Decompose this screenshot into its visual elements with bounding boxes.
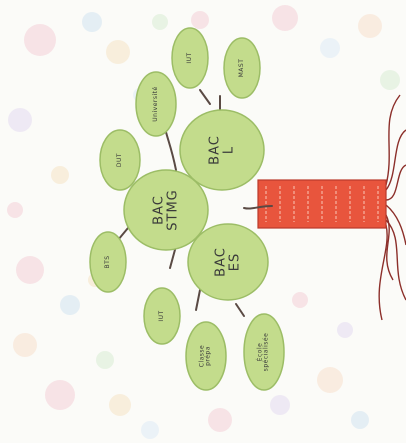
background-bubble (7, 202, 23, 218)
background-bubble (380, 70, 400, 90)
leaf-label-line1: Université (153, 86, 159, 121)
leaf-label-line1: BTS (105, 255, 111, 268)
background-bubble (8, 108, 32, 132)
background-bubble (152, 14, 168, 30)
background-bubble (106, 40, 130, 64)
background-bubble (191, 11, 209, 29)
background-bubble (24, 24, 56, 56)
leaf-label-dut: DUT (117, 153, 123, 167)
background-bubble (351, 411, 369, 429)
background-bubble (141, 421, 159, 439)
background-bubble (60, 295, 80, 315)
background-bubble (13, 333, 37, 357)
leaf-label-line2: prépa (206, 345, 212, 367)
leaf-label-line1: MAST (239, 59, 245, 78)
background-bubble (292, 292, 308, 308)
background-bubble (45, 380, 75, 410)
connector-arrow (166, 132, 176, 170)
leaf-label-line1: IUT (159, 310, 165, 321)
background-bubble (272, 5, 298, 31)
leaf-label-line2: STMG (166, 189, 180, 230)
background-bubble (270, 395, 290, 415)
leaf-label-line2: spécialisée (264, 333, 270, 372)
leaf-label-iut: IUT (159, 310, 165, 321)
background-bubble (208, 408, 232, 432)
leaf-label-line2: ES (228, 247, 242, 277)
connector-arrow (200, 90, 210, 104)
leaf-label-line1: IUT (187, 52, 193, 63)
leaf-label-line1: DUT (117, 153, 123, 167)
leaf-label-bts: BTS (105, 255, 111, 268)
tree-trunk (258, 180, 386, 228)
leaf-label-iut-l: IUT (187, 52, 193, 63)
root-line (379, 225, 387, 320)
leaf-label-line1: BAC (208, 135, 222, 165)
leaf-label-line2: L (222, 135, 236, 165)
leaf-label-line1: BAC (214, 247, 228, 277)
background-bubble (16, 256, 44, 284)
background-bubble (96, 351, 114, 369)
leaf-label-line1: BAC (152, 189, 166, 230)
connector-arrow (236, 304, 244, 316)
background-bubble (82, 12, 102, 32)
background-bubble (337, 322, 353, 338)
leaf-label-master: MAST (239, 59, 245, 78)
background-bubble (320, 38, 340, 58)
background-bubble (51, 166, 69, 184)
background-bubble (358, 14, 382, 38)
background-bubble (109, 394, 131, 416)
connector-arrow (196, 290, 200, 310)
background-bubble (317, 367, 343, 393)
leaf-label-universite: Université (153, 86, 159, 121)
